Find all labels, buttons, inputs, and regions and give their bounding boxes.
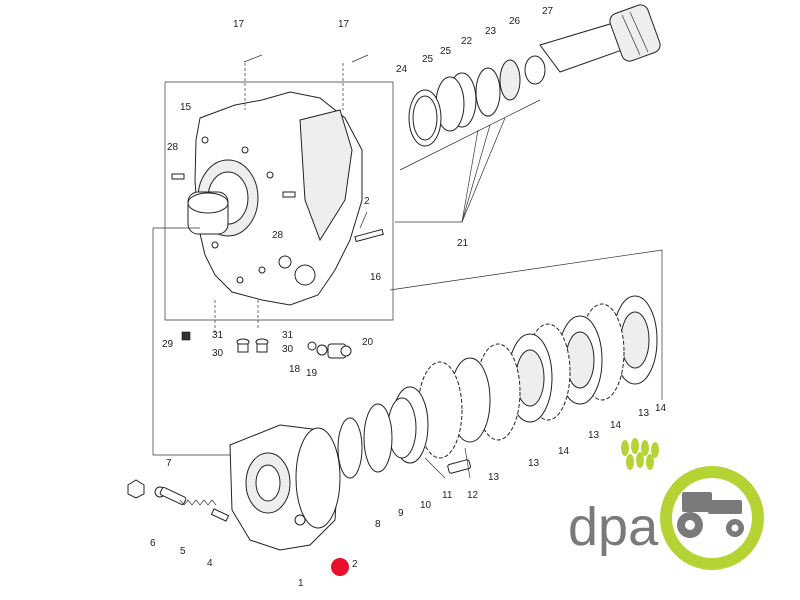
callout-labels: 17 17 27 26 23 22 25 25 24 15 28 28 2 16… bbox=[150, 6, 667, 589]
seal-22 bbox=[475, 67, 501, 117]
callout-30b: 30 bbox=[282, 344, 294, 355]
valve-parts bbox=[127, 479, 230, 522]
clutch-pack bbox=[337, 295, 658, 479]
callout-31a: 31 bbox=[212, 330, 224, 341]
callout-11: 11 bbox=[442, 490, 453, 501]
callout-6: 6 bbox=[150, 538, 156, 549]
callout-24: 24 bbox=[396, 64, 408, 75]
wheat-icon bbox=[621, 438, 659, 470]
clutch-housing bbox=[229, 424, 341, 551]
callout-5: 5 bbox=[180, 546, 186, 557]
pin-16 bbox=[354, 228, 384, 243]
shaft-assembly bbox=[395, 4, 661, 223]
callout-13a: 13 bbox=[488, 472, 500, 483]
callout-20: 20 bbox=[362, 337, 374, 348]
callout-8: 8 bbox=[375, 519, 381, 530]
dowel-pin bbox=[171, 173, 185, 180]
fittings bbox=[181, 331, 352, 359]
callout-17b: 17 bbox=[338, 19, 350, 30]
callout-30a: 30 bbox=[212, 348, 224, 359]
callout-13d: 13 bbox=[638, 408, 650, 419]
callout-25a: 25 bbox=[440, 46, 452, 57]
callout-28a: 28 bbox=[167, 142, 179, 153]
callout-25b: 25 bbox=[422, 54, 434, 65]
callout-10: 10 bbox=[420, 500, 432, 511]
callout-17a: 17 bbox=[233, 19, 245, 30]
callout-2b: 2 bbox=[352, 559, 358, 570]
callout-31b: 31 bbox=[282, 330, 294, 341]
callout-14a: 14 bbox=[558, 446, 570, 457]
callout-22: 22 bbox=[461, 36, 473, 47]
housing-box bbox=[164, 54, 394, 335]
steel-plate-13 bbox=[417, 361, 463, 459]
dpa-logo: dpa bbox=[568, 438, 764, 570]
callout-19: 19 bbox=[306, 368, 318, 379]
callout-7: 7 bbox=[166, 458, 172, 469]
plug-29 bbox=[181, 331, 191, 341]
pin-4 bbox=[210, 508, 230, 522]
spring-12 bbox=[447, 459, 471, 474]
callout-26: 26 bbox=[509, 16, 521, 27]
callout-13b: 13 bbox=[528, 458, 540, 469]
callout-13c: 13 bbox=[588, 430, 600, 441]
callout-2a: 2 bbox=[364, 196, 370, 207]
gasket-2 bbox=[295, 427, 341, 529]
callout-16: 16 bbox=[370, 272, 382, 283]
red-marker-dot bbox=[331, 558, 349, 576]
callout-27: 27 bbox=[542, 6, 554, 17]
nut-30 bbox=[237, 343, 249, 353]
callout-12: 12 bbox=[467, 490, 479, 501]
callout-21: 21 bbox=[457, 238, 469, 249]
valve-6 bbox=[159, 487, 187, 505]
tractor-icon bbox=[677, 492, 744, 538]
callout-23: 23 bbox=[485, 26, 497, 37]
nut-30 bbox=[256, 343, 268, 353]
ring-23 bbox=[499, 59, 521, 101]
callout-4: 4 bbox=[207, 558, 213, 569]
callout-14c: 14 bbox=[655, 403, 667, 414]
callout-29: 29 bbox=[162, 339, 174, 350]
spring-5 bbox=[179, 499, 217, 506]
dowel-pin bbox=[282, 191, 296, 198]
seal-8 bbox=[337, 417, 363, 479]
ring-26 bbox=[524, 55, 546, 85]
callout-28b: 28 bbox=[272, 230, 284, 241]
callout-9: 9 bbox=[398, 508, 404, 519]
dpa-logo-text: dpa bbox=[568, 497, 659, 557]
seal-9 bbox=[363, 403, 393, 473]
callout-15: 15 bbox=[180, 102, 192, 113]
callout-1: 1 bbox=[298, 578, 304, 589]
plug-7 bbox=[127, 479, 145, 499]
callout-14b: 14 bbox=[610, 420, 622, 431]
drive-gear bbox=[609, 4, 661, 62]
callout-18: 18 bbox=[289, 364, 301, 375]
